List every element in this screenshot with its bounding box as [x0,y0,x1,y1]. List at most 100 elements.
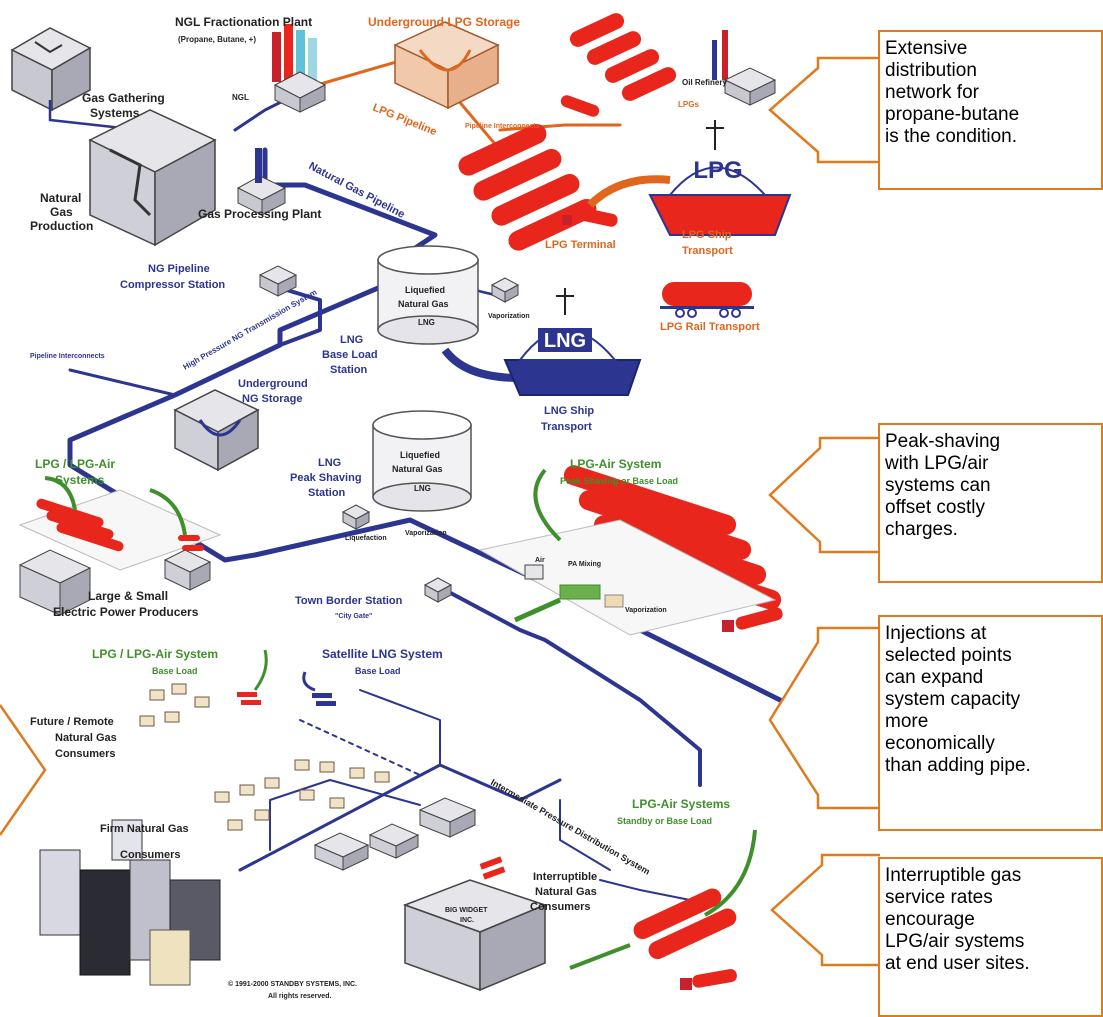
callout-4-line-2: service rates [885,887,993,908]
callout-arrow-1 [768,56,880,164]
label-lpg-base-1: LPG / LPG-Air System [92,647,218,661]
natural-gas-production [88,109,217,247]
label-satellite-2: Base Load [355,666,401,676]
lng-peak-tank [372,410,472,512]
label-big-widget-1: BIG WIDGET [445,907,488,914]
callout-arrow-3 [768,626,880,810]
label-lpg-rail: LPG Rail Transport [660,321,760,333]
lpg-truck-terminal [562,206,618,227]
label-lpg-air-system-2: Peak Shaving or Base Load [560,476,678,486]
distribution-branch-2 [359,689,441,766]
callout-4-line-5: at end user sites. [885,953,1030,974]
label-lng-base-2: Base Load [322,349,378,361]
label-future-2: Natural Gas [55,732,117,744]
label-ng-pipeline-2: Compressor Station [120,279,225,291]
label-pa-mixing: PA Mixing [568,561,601,568]
label-interruptible-2: Natural Gas [535,886,597,898]
label-lpg-lpgair-1: LPG / LPG-Air [35,457,115,471]
label-lpg-pipeline: LPG Pipeline [371,102,438,139]
label-natural-gas-3: Production [30,219,93,233]
label-future-1: Future / Remote [30,716,114,728]
label-gas-gathering-2: Systems [90,106,140,120]
underground-lpg-storage [393,21,500,110]
lpg-truck-top [560,95,600,117]
label-liquefied-peak-1: Liquefied [400,450,440,460]
label-vaporization: Vaporization [488,313,530,320]
label-big-widget-2: INC. [460,917,474,924]
ngl-line [233,98,287,132]
label-interruptible-1: Interruptible [533,871,597,883]
callout-1-line-1: Extensive [885,38,968,59]
label-lpg-lpgair-2: Systems [55,473,105,487]
oil-refinery [712,30,777,106]
callout-arrow-4 [770,853,880,967]
distribution-main [443,588,702,787]
callout-arrow-2 [768,436,880,554]
interruptible-consumers [313,797,506,880]
label-lpg-air-system-1: LPG-Air System [570,457,661,471]
compressor-station [258,265,298,297]
callout-arrow-left [0,704,47,836]
standby-arrow [704,829,757,917]
lpg-ship-arrow [587,175,671,208]
callout-4-line-1: Interruptible gas [885,865,1022,886]
label-lng-base-1: LNG [340,334,363,346]
callout-box-3: Injections at selected points can expand… [878,615,1103,831]
callout-4-line-4: LPG/air systems [885,931,1025,952]
callout-box-2: Peak-shaving with LPG/air systems can of… [878,423,1103,583]
label-lpg-ship-1: LPG Ship [682,229,732,241]
label-natural-gas-1: Natural [40,191,81,205]
lng-ship: LNG [503,288,642,396]
city-buildings [39,819,221,986]
lng-base-load-tank [377,245,479,345]
label-lng-peak-1: LNG [318,457,341,469]
lpg-truck-right [722,607,783,632]
label-pipeline-interconnects-left: Pipeline Interconnects [30,353,105,360]
label-electric-1: Large & Small [88,589,168,603]
lpg-terminal-tanks [458,123,597,251]
lpg-air-pad [478,519,777,636]
label-air: Air [535,557,545,564]
callout-2-line-4: offset costly [885,497,985,518]
label-lng-peak-3: Station [308,487,346,499]
lpg-truck-bottom [680,969,737,990]
houses [139,683,390,831]
callout-2-line-2: with LPG/air [885,453,989,474]
callout-box-4: Interruptible gas service rates encourag… [878,857,1103,1017]
callout-2-line-1: Peak-shaving [885,431,1001,452]
label-ngl-plant-sub: (Propane, Butane, +) [178,35,256,44]
label-copyright-1: © 1991-2000 STANDBY SYSTEMS, INC. [228,980,357,988]
callout-3-line-5: more [885,711,929,732]
lpg-rail-car [660,282,754,318]
label-gas-processing: Gas Processing Plant [198,207,321,221]
label-underground-lpg: Underground LPG Storage [368,15,520,29]
callout-2-line-3: systems can [885,475,991,496]
lng-ship-arrow [441,347,521,382]
interruptible-line [559,799,611,871]
label-satellite-1: Satellite LNG System [322,647,443,661]
label-liquefied-2: Natural Gas [398,299,449,309]
label-liquefied-peak-2: Natural Gas [392,464,443,474]
label-firm-1: Firm Natural Gas [100,823,189,835]
electric-power-producers [18,549,212,616]
callout-1-line-5: is the condition. [885,126,1018,147]
label-natural-gas-2: Gas [50,205,73,219]
label-lng-peak-2: Peak Shaving [290,472,362,484]
label-town-border-2: "City Gate" [335,613,372,620]
label-liquefaction: Liquefaction [345,535,387,542]
lpg-interconnect [498,123,622,132]
label-ng-pipeline-1: NG Pipeline [148,263,210,275]
callout-1-line-2: distribution [885,60,977,81]
callout-3-line-2: selected points [885,645,1012,666]
big-widget-building [402,879,548,992]
town-border-box [423,577,453,603]
callout-3-line-4: system capacity [885,689,1021,710]
lpg-air-arrow-right [533,468,562,542]
label-firm-2: Consumers [120,849,181,861]
lpg-air-left [18,476,222,571]
label-electric-2: Electric Power Producers [53,605,199,619]
lpg-ship: LPG [648,120,792,236]
label-interruptible-3: Consumers [530,901,591,913]
label-vaporization-2: Vaporization [405,530,447,537]
